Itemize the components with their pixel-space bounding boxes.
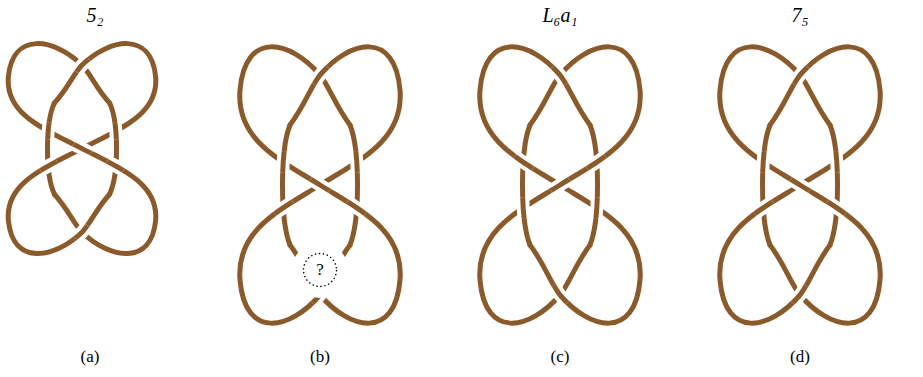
over-crossing bbox=[8, 44, 156, 254]
over-crossing bbox=[110, 103, 117, 194]
knot-strand bbox=[8, 44, 156, 254]
knot-strand bbox=[283, 125, 291, 245]
knot-name: L₆a₁ bbox=[542, 4, 577, 27]
knot-strand bbox=[48, 103, 55, 194]
unknown-tangle-circle: ? bbox=[302, 252, 338, 288]
over-crossing bbox=[8, 44, 156, 254]
knot-strand bbox=[480, 47, 641, 323]
panel-caption: (a) bbox=[81, 347, 100, 367]
knot-strand bbox=[720, 47, 881, 323]
over-crossing bbox=[480, 47, 641, 323]
unknown-region-mask bbox=[292, 242, 348, 298]
knot-strand bbox=[590, 125, 598, 245]
over-crossing bbox=[590, 125, 598, 245]
knot-diagram bbox=[8, 44, 156, 254]
knot-strand bbox=[8, 44, 156, 254]
knot-strand bbox=[350, 125, 358, 245]
node-label: ? bbox=[316, 260, 324, 280]
over-crossing bbox=[720, 47, 881, 323]
over-crossing bbox=[480, 47, 641, 323]
over-crossing bbox=[480, 47, 641, 323]
over-crossing bbox=[720, 47, 881, 323]
over-crossing bbox=[48, 103, 55, 194]
over-crossing bbox=[720, 47, 881, 323]
over-crossing bbox=[240, 47, 401, 323]
panel-caption: (b) bbox=[310, 347, 330, 367]
knot-strand bbox=[830, 125, 838, 245]
knot-strand bbox=[763, 125, 771, 245]
over-crossing bbox=[523, 125, 531, 245]
over-crossing bbox=[8, 44, 156, 254]
knot-name: 5₂ bbox=[87, 4, 104, 27]
knot-strand bbox=[240, 47, 401, 323]
over-crossing bbox=[720, 47, 881, 323]
over-crossing bbox=[720, 47, 881, 323]
panel-caption: (c) bbox=[551, 347, 570, 367]
over-crossing bbox=[240, 47, 401, 323]
over-crossing bbox=[240, 47, 401, 323]
panel-caption: (d) bbox=[790, 347, 810, 367]
knot-strand bbox=[720, 47, 881, 323]
knot-diagram bbox=[240, 47, 401, 323]
knot-diagram bbox=[720, 47, 881, 323]
over-crossing bbox=[240, 47, 401, 323]
over-crossing bbox=[350, 125, 358, 245]
over-crossing bbox=[830, 125, 838, 245]
knot-name: 7₅ bbox=[792, 4, 809, 27]
over-crossing bbox=[480, 47, 641, 323]
knot-diagram bbox=[480, 47, 641, 323]
over-crossing bbox=[763, 125, 771, 245]
knot-strand bbox=[523, 125, 531, 245]
over-crossing bbox=[240, 47, 401, 323]
knot-strand bbox=[240, 47, 401, 323]
knot-strand bbox=[480, 47, 641, 323]
over-crossing bbox=[8, 44, 156, 254]
knot-strand bbox=[110, 103, 117, 194]
over-crossing bbox=[480, 47, 641, 323]
over-crossing bbox=[8, 44, 156, 254]
over-crossing bbox=[283, 125, 291, 245]
